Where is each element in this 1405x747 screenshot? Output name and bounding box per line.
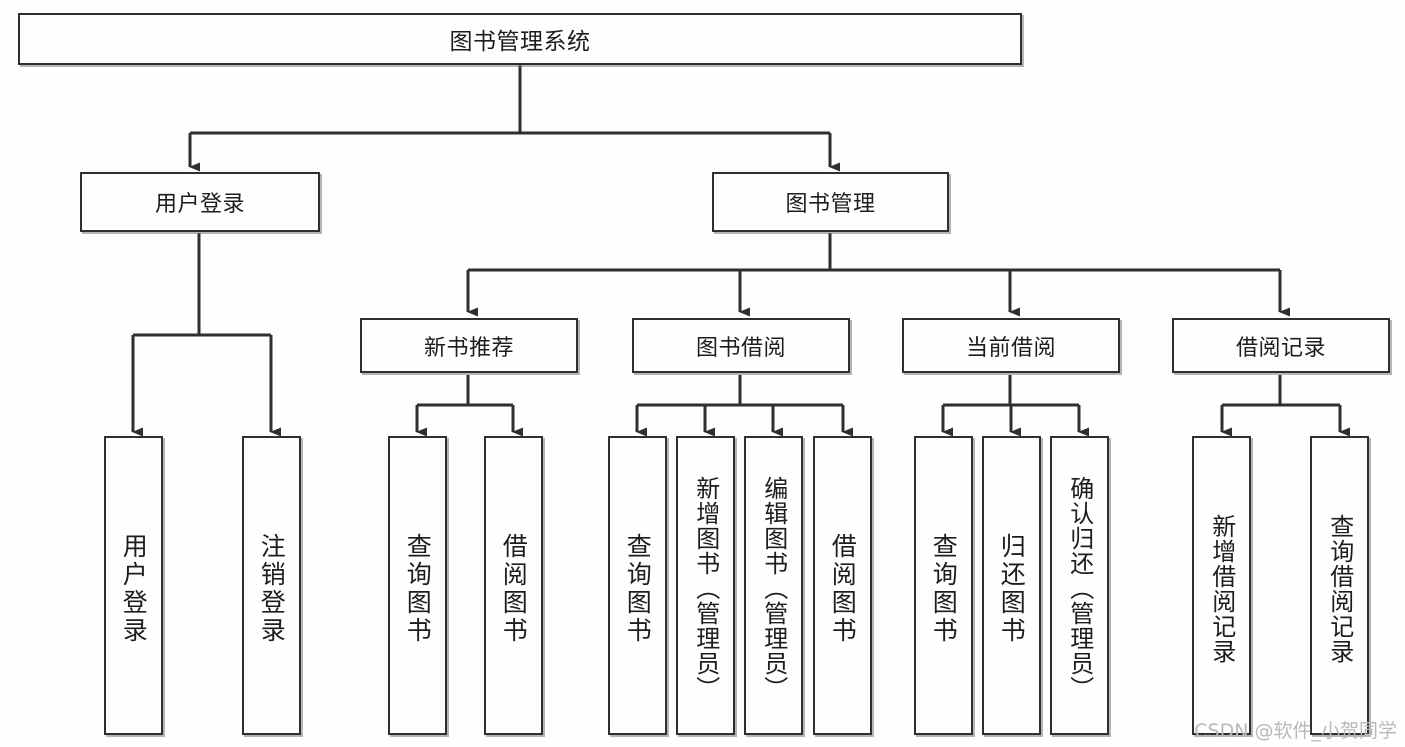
node-label: 图书管理 [785, 192, 876, 217]
node-user-login[interactable]: 用户登录 [80, 172, 320, 232]
node-label: 查询图书 [623, 532, 653, 645]
leaf-query-book-current[interactable]: 查询图书 [914, 436, 973, 735]
node-book-borrow[interactable]: 图书借阅 [632, 318, 850, 373]
leaf-confirm-return-admin[interactable]: 确认归还（管理员） [1050, 436, 1109, 735]
leaf-add-book-admin[interactable]: 新增图书（管理员） [676, 436, 735, 735]
node-label: 新增图书（管理员） [691, 476, 720, 701]
leaf-query-borrow-record[interactable]: 查询借阅记录 [1310, 436, 1369, 735]
leaf-user-login[interactable]: 用户登录 [104, 436, 163, 735]
node-label: 查询借阅记录 [1325, 513, 1354, 664]
node-label: 查询图书 [403, 532, 433, 645]
node-label: 查询图书 [929, 532, 959, 645]
node-label: 借阅图书 [828, 532, 858, 645]
node-label: 确认归还（管理员） [1065, 476, 1094, 701]
node-label: 图书管理系统 [449, 29, 591, 55]
leaf-query-book-recommend[interactable]: 查询图书 [388, 436, 447, 735]
leaf-logout-login[interactable]: 注销登录 [242, 436, 301, 735]
leaf-add-borrow-record[interactable]: 新增借阅记录 [1192, 436, 1251, 735]
node-borrow-record[interactable]: 借阅记录 [1172, 318, 1390, 373]
node-label: 用户登录 [119, 532, 149, 645]
node-label: 归还图书 [997, 532, 1027, 645]
csdn-watermark: CSDN @软件_小贺同学 [1194, 720, 1397, 742]
node-label: 新增借阅记录 [1207, 513, 1236, 664]
leaf-return-book[interactable]: 归还图书 [982, 436, 1041, 735]
node-label: 注销登录 [257, 532, 287, 645]
node-label: 当前借阅 [965, 335, 1056, 361]
node-label: 借阅记录 [1235, 335, 1326, 361]
node-label: 编辑图书（管理员） [759, 476, 788, 701]
node-book-management[interactable]: 图书管理 [712, 172, 949, 232]
node-label: 用户登录 [154, 192, 245, 217]
node-label: 借阅图书 [499, 532, 529, 645]
leaf-query-book-borrow[interactable]: 查询图书 [608, 436, 667, 735]
node-new-book-recommend[interactable]: 新书推荐 [360, 318, 578, 373]
node-label: 图书借阅 [695, 335, 786, 361]
node-current-borrow[interactable]: 当前借阅 [902, 318, 1120, 373]
node-label: 新书推荐 [423, 335, 514, 361]
leaf-borrow-book[interactable]: 借阅图书 [813, 436, 872, 735]
node-book-management-system[interactable]: 图书管理系统 [18, 13, 1022, 65]
leaf-borrow-book-recommend[interactable]: 借阅图书 [484, 436, 543, 735]
leaf-edit-book-admin[interactable]: 编辑图书（管理员） [744, 436, 803, 735]
